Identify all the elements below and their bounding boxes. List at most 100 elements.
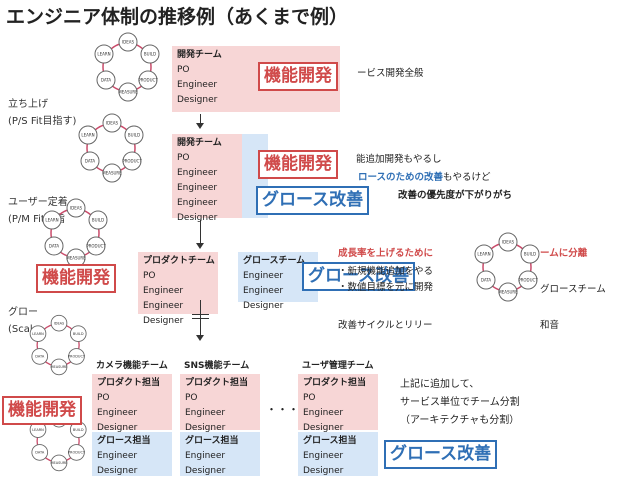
team-name-user-mgmt: ユーザ管理チーム [302,361,374,371]
cycle-node-label: LEARN [45,218,58,223]
cycle-node-label: LEARN [97,52,110,57]
cycle-node [68,444,85,461]
cycle-node-label: BUILD [524,252,536,257]
cycle-node-label: LEARN [81,133,94,138]
cycle-node [31,444,49,461]
feature-dev-tag-3: 機能開発 [36,264,116,293]
cycle-node-label: DATA [481,278,492,283]
cycle-node [140,44,160,64]
cycle-node-label: PRODUCT [138,78,158,83]
feature-dev-tag-4: 機能開発 [2,396,82,425]
stage3-bottom-b: 和音 [540,320,560,331]
cycle-node [102,163,122,183]
cycle-node-label: LEARN [477,252,490,257]
build-measure-learn-cycle-4: IDEAS BUILD PRODUCT MEASURE DATA LEARN [474,232,540,302]
cycle-node-label: MEASURE [50,365,67,369]
cycle-node [122,151,142,171]
cycle-node [50,454,68,472]
cycle-node [124,125,144,145]
cycle-node [68,348,85,365]
cycle-node-label: PRODUCT [68,451,86,455]
cycle-node-label: DATA [35,451,45,455]
team-ellipsis: ・・・ [266,403,299,416]
cycle-node [50,314,68,332]
cycle-node-label: PRODUCT [86,244,106,249]
cycle-node-label: IDEAS [122,40,135,45]
cycle-node-label: IDEAS [502,240,515,245]
flow-arrow-2 [200,220,201,244]
cycle-node-label: LEARN [32,428,44,432]
cycle-node-label: BUILD [128,133,140,138]
cycle-node-label: PRODUCT [518,278,538,283]
cycle-node [42,210,62,230]
cycle-node-label: BUILD [73,332,84,336]
team1-note: ービス開発全般 [357,68,424,79]
growth-tag-2: グロース改善 [256,186,370,215]
page-title: エンジニア体制の推移例（あくまで例） [6,6,349,28]
growth-tag-3: グロース改善 [302,262,416,291]
cycle-node-label: MEASURE [102,171,122,176]
cycle-node [80,151,100,171]
cycle-node [476,270,496,290]
cycle-node [94,44,114,64]
cycle-node-label: MEASURE [50,461,67,465]
cycle-node [518,270,538,290]
team2-note-3: 改善の優先度が下がりがち [398,190,513,201]
cycle-node-label: BUILD [92,218,104,223]
cycle-node-label: DATA [85,159,96,164]
cycle-node-label: IDEAS [70,206,83,211]
stage3-right-note: グロースチーム [540,284,606,295]
cycle-node-label: DATA [49,244,60,249]
stage-label-growth: グロー(Scal [8,307,38,335]
flow-arrow-head-1 [196,123,204,129]
stage-label-launch: 立ち上げ(P/S Fit目指す) [8,99,77,127]
cycle-node [138,70,158,90]
flow-arrow-1 [200,114,201,124]
cycle-node [50,358,68,376]
cycle-node [69,325,87,342]
cycle-node-label: MEASURE [498,290,518,295]
stage3-bottom-a: 改善サイクルとリリー [338,320,433,331]
team-name-sns: SNS機能チーム [184,361,250,371]
cycle-node [474,244,494,264]
cycle-node [86,236,106,256]
team2-note-2: ロースのための改善もやるけど [358,172,491,183]
cycle-node [118,32,138,52]
stage3-heading-a: 成長率を上げるために [338,248,434,259]
growth-tag-4: グロース改善 [384,440,498,469]
flow-arrow-head-2 [196,243,204,249]
stage3-bullet-1: ・新規機能追加をやる [338,266,434,277]
cycle-node [498,232,518,252]
cycle-node [102,113,122,133]
feature-dev-tag-1: 機能開発 [258,62,338,91]
cycle-node-label: IDEAS [54,321,65,325]
stage3-bullet-2: ・数値目標を元に開発 [338,282,434,293]
cycle-node-label: PRODUCT [122,159,142,164]
cycle-node [118,82,138,102]
cycle-node [78,125,98,145]
split-mark-2 [192,318,209,319]
flow-arrow-head-3 [196,335,204,341]
cycle-node [498,282,518,302]
cycle-node-label: DATA [101,78,112,83]
team-name-camera: カメラ機能チーム [96,361,168,371]
cycle-node [66,198,86,218]
cycle-node-label: BUILD [73,428,84,432]
team2-note-1: 能追加開発もやるし [356,154,442,165]
feature-dev-tag-2: 機能開発 [258,150,338,179]
cycle-node [96,70,116,90]
split-mark-1 [192,314,209,315]
cycle-node [44,236,64,256]
